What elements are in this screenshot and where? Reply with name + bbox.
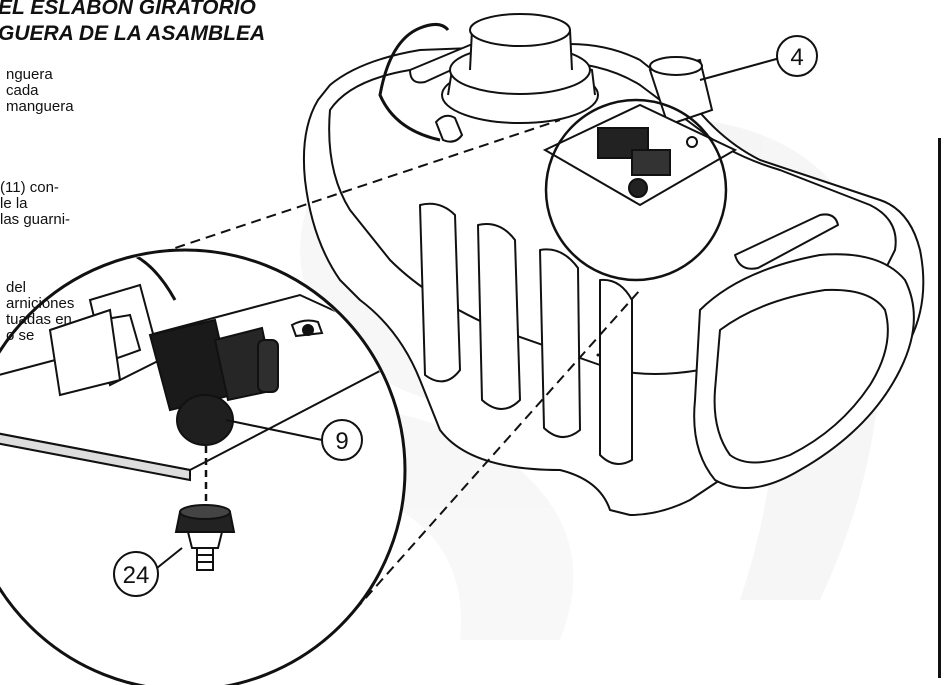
tank-mounting-plate [542,103,738,207]
instruction-text: del [6,279,27,296]
leader-lines [156,57,781,569]
instruction-text: o se [6,327,35,344]
callout-24: 24 [113,551,159,597]
instruction-text: manguera [6,98,74,115]
instruction-text: arniciones [6,295,75,312]
spray-tank [302,43,925,516]
callout-label-24: 24 [123,562,150,589]
callout-4: 4 [776,35,818,77]
instruction-text: nguera [6,66,53,83]
guide-lines [144,119,641,611]
callout-9: 9 [321,419,363,461]
swivel-fitting [174,504,236,571]
instruction-text: (11) con- [0,179,59,196]
callout-label-9: 9 [335,428,348,455]
callout-label-4: 4 [790,44,803,71]
page-border-rule [938,138,941,678]
section-heading-line-2: GUERA DE LA ASAMBLEA [0,22,266,45]
small-clip [434,114,464,143]
fill-cap [441,13,599,124]
section-heading-line-1: EL ESLABON GIRATORIO [0,0,256,19]
instruction-text: las guarni- [0,211,71,228]
instruction-text: le la [0,195,28,212]
instruction-text: cada [6,82,39,99]
instruction-text: tuadas en [6,311,72,328]
outlet-pipe [648,56,714,127]
detail-circle-small [544,98,728,282]
enlarged-detail [0,248,407,685]
tether-cord [378,23,450,142]
